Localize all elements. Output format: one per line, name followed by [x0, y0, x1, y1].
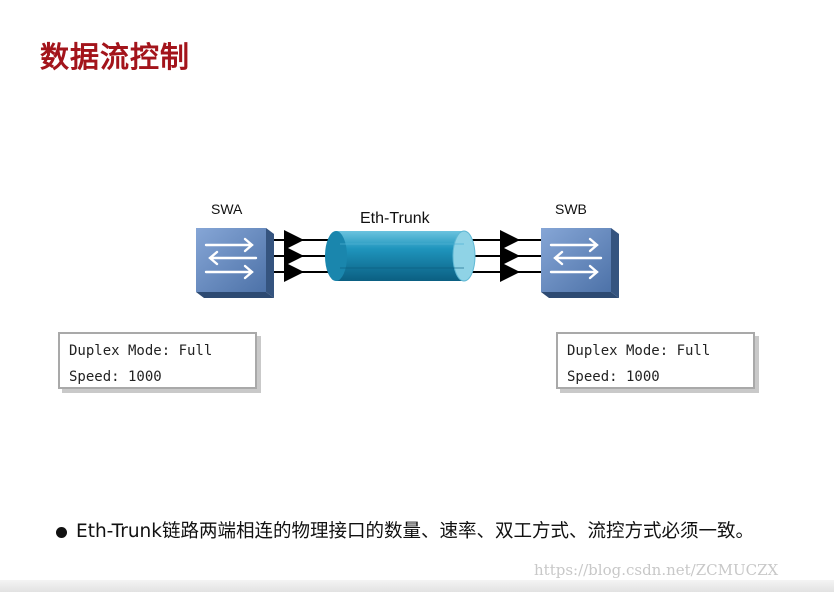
bottom-band: [0, 580, 834, 592]
links-right: [472, 230, 545, 282]
swa-duplex-mode: Duplex Mode: Full: [69, 343, 213, 359]
watermark: https://blog.csdn.net/ZCMUCZX: [534, 561, 779, 579]
eth-trunk-cylinder: [325, 230, 476, 282]
swb-speed: Speed: 1000: [567, 369, 660, 385]
bullet-list: Eth-Trunk链路两端相连的物理接口的数量、速率、双工方式、流控方式必须一致…: [50, 515, 810, 549]
swa-config-box: Duplex Mode: Full Speed: 1000: [58, 332, 257, 389]
links-left: [271, 230, 330, 282]
swb-duplex-mode: Duplex Mode: Full: [567, 343, 711, 359]
eth-trunk-label: Eth-Trunk: [360, 210, 430, 227]
swb-config-box: Duplex Mode: Full Speed: 1000: [556, 332, 755, 389]
bullet-text: Eth-Trunk链路两端相连的物理接口的数量、速率、双工方式、流控方式必须一致…: [76, 521, 754, 542]
switch-swa-icon: [196, 228, 274, 298]
eth-trunk-diagram: [196, 228, 619, 298]
switch-swa-label: SWA: [211, 201, 243, 217]
bullet-dot-icon: [56, 527, 67, 538]
switch-swb-label: SWB: [555, 201, 587, 217]
swa-speed: Speed: 1000: [69, 369, 162, 385]
switch-swb-icon: [541, 228, 619, 298]
slide-title: 数据流控制: [40, 40, 191, 74]
